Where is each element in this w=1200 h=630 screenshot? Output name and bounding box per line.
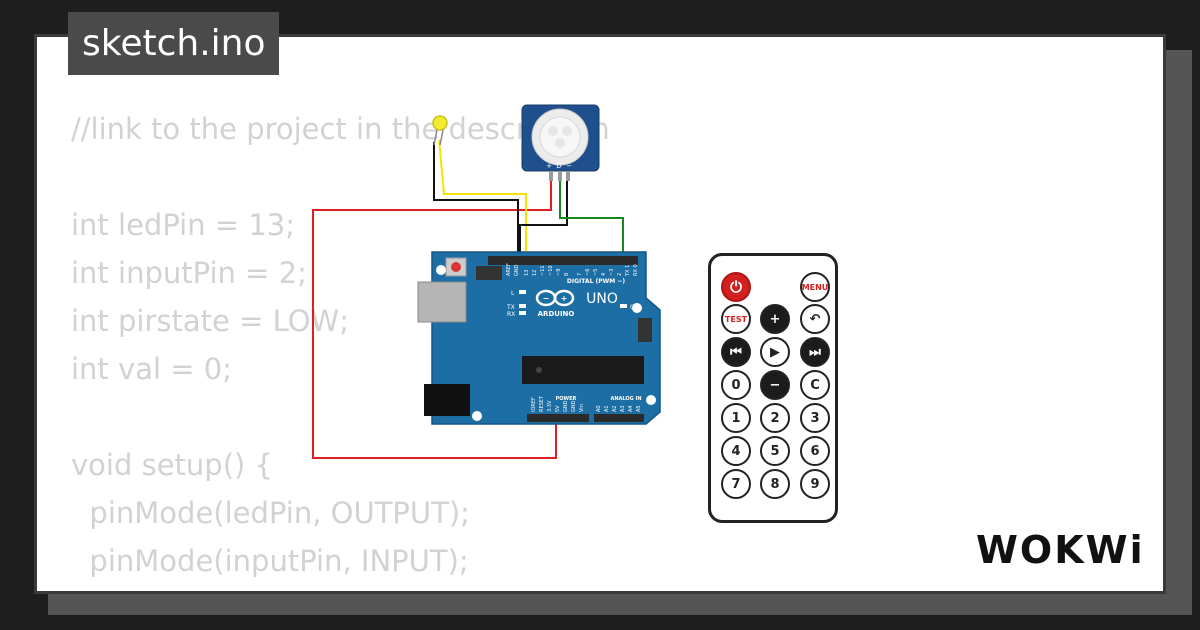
code-line-9: pinMode(ledPin, OUTPUT); bbox=[71, 496, 470, 530]
pin-label: 8 bbox=[564, 273, 570, 276]
digit-8-button[interactable]: 8 bbox=[760, 469, 790, 499]
pin-label: RESET bbox=[539, 395, 545, 412]
minus-icon[interactable]: − bbox=[760, 370, 790, 400]
gnd-label: GND bbox=[514, 264, 520, 276]
pin-label: 13 bbox=[524, 270, 530, 276]
digit-9-button[interactable]: 9 bbox=[800, 469, 830, 499]
pin-label: ~11 bbox=[540, 265, 546, 276]
digit-6-button[interactable]: 6 bbox=[800, 436, 830, 466]
digit-5-button[interactable]: 5 bbox=[760, 436, 790, 466]
pin-label: GND bbox=[563, 400, 569, 412]
pin-label: A1 bbox=[604, 405, 610, 412]
pin-label: Vin bbox=[579, 404, 585, 412]
analog-label: ANALOG IN bbox=[610, 396, 641, 402]
code-line-6: int val = 0; bbox=[71, 352, 232, 386]
arduino-logo: − + bbox=[535, 289, 575, 307]
digit-7-button[interactable]: 7 bbox=[721, 469, 751, 499]
pir-sensor[interactable]: + D − bbox=[521, 104, 600, 181]
digit-0-button[interactable]: 0 bbox=[721, 370, 751, 400]
model-label: UNO bbox=[586, 291, 618, 307]
usb-port bbox=[417, 281, 467, 323]
plus-icon[interactable]: + bbox=[760, 304, 790, 334]
pin-label: ~10 bbox=[548, 265, 554, 276]
power-header bbox=[527, 414, 589, 422]
pin-label: ~6 bbox=[585, 269, 591, 276]
power-jack bbox=[424, 384, 470, 416]
pin-label: 7 bbox=[577, 273, 583, 276]
wire-black-pir bbox=[519, 172, 568, 262]
code-line-10: pinMode(inputPin, INPUT); bbox=[71, 544, 469, 578]
svg-text:+: + bbox=[561, 294, 568, 303]
pin-label: A2 bbox=[612, 405, 618, 412]
l-label: L bbox=[511, 290, 515, 297]
pir-pin-label: D bbox=[556, 162, 561, 170]
digit-3-button[interactable]: 3 bbox=[800, 403, 830, 433]
pin-label: ~9 bbox=[556, 269, 562, 276]
wire-black-led bbox=[433, 142, 519, 262]
on-label: ON bbox=[630, 304, 639, 311]
pin-label: A3 bbox=[620, 405, 626, 412]
code-line-3: int ledPin = 13; bbox=[71, 208, 296, 242]
power-label: POWER bbox=[556, 396, 577, 402]
wire-yellow-led bbox=[438, 139, 527, 262]
arduino-uno[interactable]: DIGITAL (PWM ~) AREF GND 13 12 ~11 ~10 ~… bbox=[417, 251, 661, 425]
pin-label: RX 0 bbox=[633, 264, 639, 276]
power-pin-labels: IOREF RESET 3.3V 5V GND GND Vin bbox=[531, 395, 585, 412]
pin-label: ~5 bbox=[593, 269, 599, 276]
digital-pin-labels: 13 12 ~11 ~10 ~9 8 7 ~6 ~5 4 ~3 2 TX 1 R… bbox=[524, 264, 639, 277]
previous-icon[interactable]: ⏮ bbox=[721, 337, 751, 367]
digital-label: DIGITAL (PWM ~) bbox=[567, 278, 625, 285]
pin-label: 12 bbox=[532, 270, 538, 276]
digit-1-button[interactable]: 1 bbox=[721, 403, 751, 433]
next-icon[interactable]: ⏭ bbox=[800, 337, 830, 367]
digit-2-button[interactable]: 2 bbox=[760, 403, 790, 433]
analog-header bbox=[594, 414, 644, 422]
wire-green-signal bbox=[559, 172, 624, 262]
brand-label: ARDUINO bbox=[538, 310, 575, 318]
code-editor: //link to the project in the description… bbox=[71, 105, 610, 585]
digit-4-button[interactable]: 4 bbox=[721, 436, 751, 466]
analog-pin-labels: A0 A1 A2 A3 A4 A5 bbox=[596, 405, 642, 412]
ir-remote[interactable]: ⏻ MENU TEST + ↶ ⏮ ▶ ⏭ 0 − C 1 2 3 4 5 6 … bbox=[708, 253, 838, 523]
tx-label: TX bbox=[506, 304, 515, 311]
aref-label: AREF bbox=[506, 263, 512, 276]
clear-button[interactable]: C bbox=[800, 370, 830, 400]
play-icon[interactable]: ▶ bbox=[760, 337, 790, 367]
rx-label: RX bbox=[507, 311, 515, 318]
pin-label: ~3 bbox=[609, 269, 615, 276]
wire-red-5v bbox=[312, 172, 557, 459]
led[interactable] bbox=[432, 115, 448, 146]
digital-header bbox=[488, 256, 638, 265]
pin-label: 2 bbox=[617, 273, 623, 276]
pir-pin-label: − bbox=[566, 162, 572, 170]
menu-button[interactable]: MENU bbox=[800, 272, 830, 302]
power-icon[interactable]: ⏻ bbox=[721, 272, 751, 302]
pin-label: IOREF bbox=[531, 397, 537, 412]
pin-label: GND bbox=[571, 400, 577, 412]
pir-pin-label: + bbox=[546, 162, 552, 170]
pin-label: 4 bbox=[601, 273, 607, 276]
wokwi-logo: WOKWi bbox=[976, 528, 1145, 572]
test-button[interactable]: TEST bbox=[721, 304, 751, 334]
code-line-1: //link to the project in the description bbox=[71, 112, 610, 146]
wires bbox=[312, 139, 624, 459]
pin-label: 5V bbox=[555, 405, 561, 412]
pin-label: A0 bbox=[596, 405, 602, 412]
code-line-4: int inputPin = 2; bbox=[71, 256, 307, 290]
svg-text:−: − bbox=[543, 294, 550, 303]
pin-label: A5 bbox=[636, 405, 642, 412]
pin-label: 3.3V bbox=[547, 400, 553, 412]
code-line-5: int pirstate = LOW; bbox=[71, 304, 350, 338]
pin-label: TX 1 bbox=[625, 265, 631, 277]
code-line-8: void setup() { bbox=[71, 448, 273, 482]
pin-label: A4 bbox=[628, 405, 634, 412]
microcontroller-chip bbox=[522, 356, 644, 384]
file-tab[interactable]: sketch.ino bbox=[68, 12, 280, 75]
back-icon[interactable]: ↶ bbox=[800, 304, 830, 334]
